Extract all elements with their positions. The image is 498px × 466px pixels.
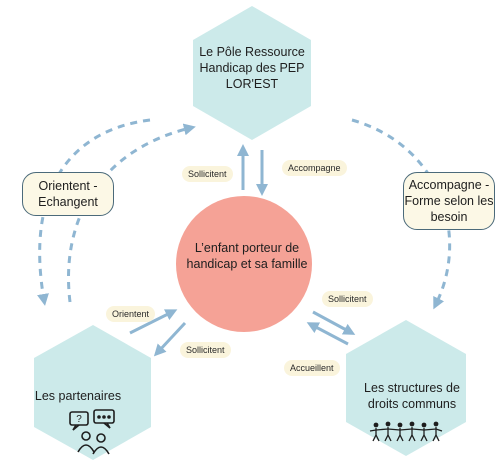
- edge-label-right-to-center: Accueillent: [284, 360, 340, 376]
- people-talking-icon: ?: [69, 409, 115, 455]
- callout-left-text: Orientent - Echangent: [38, 178, 98, 209]
- svg-text:?: ?: [76, 414, 82, 425]
- callout-left: Orientent - Echangent: [22, 172, 114, 216]
- arrow-right-to-center: [306, 322, 349, 346]
- bottom-left-hexagon: [34, 325, 151, 460]
- center-circle: [176, 196, 312, 332]
- top-hexagon: [193, 6, 311, 140]
- bottom-left-node-label: Les partenaires: [34, 389, 122, 403]
- callout-right-text: Accompagne - Forme selon les besoin: [404, 177, 494, 225]
- arrow-center-to-right: [312, 310, 356, 335]
- top-node-label: Le Pôle Ressource Handicap des PEP LOR'E…: [199, 45, 305, 91]
- bottom-right-node-label: Les structures de droits communs: [364, 381, 460, 411]
- arrow-center-to-left: [153, 321, 187, 357]
- edge-label-center-to-left: Sollicitent: [180, 342, 231, 358]
- edge-label-left-to-center: Orientent: [106, 306, 156, 322]
- dashed-arrow-inner-left: [67, 123, 196, 303]
- edge-label-center-to-top: Sollicitent: [182, 166, 233, 182]
- edge-label-top-to-center: Accompagne: [282, 160, 347, 176]
- edge-label-center-to-right: Sollicitent: [322, 291, 373, 307]
- children-holding-hands-icon: [369, 421, 443, 442]
- center-node-label: L’enfant porteur de handicap et sa famil…: [186, 241, 308, 272]
- arrow-left-to-center: [129, 309, 178, 335]
- callout-right: Accompagne - Forme selon les besoin: [403, 172, 495, 230]
